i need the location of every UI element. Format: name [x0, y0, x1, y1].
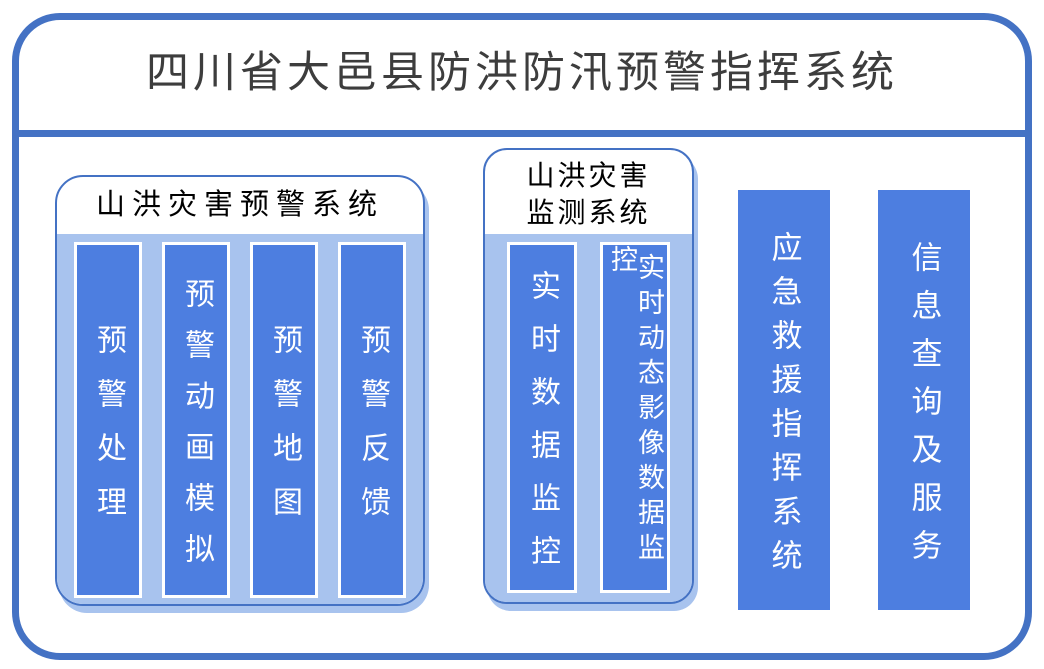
bar-warning-animation-simulation: 预警动画模拟 [162, 242, 230, 598]
panel-monitoring-system: 山洪灾害监测系统 实时数据监控 实时动态影像数据监控 [483, 148, 694, 604]
panel-warning-title: 山洪灾害预警系统 [95, 189, 384, 221]
panel-warning-body: 预警处理 预警动画模拟 预警地图 预警反馈 [57, 234, 423, 604]
bar-realtime-data-monitoring-label: 实时数据监控 [526, 270, 559, 588]
bar-information-query-and-services: 信息查询及服务 [878, 190, 970, 610]
bar-warning-feedback-label: 预警反馈 [356, 324, 389, 540]
bar-warning-map-label: 预警地图 [268, 324, 301, 540]
bar-realtime-dynamic-image-monitoring-label: 实时动态影像数据监控 [607, 245, 664, 568]
bar-warning-animation-simulation-label: 预警动画模拟 [180, 277, 213, 584]
bar-warning-processing: 预警处理 [74, 242, 142, 598]
bar-emergency-rescue-command-system: 应急救援指挥系统 [738, 190, 830, 610]
page-title: 四川省大邑县防洪防汛预警指挥系统 [146, 49, 898, 97]
bar-warning-feedback: 预警反馈 [338, 242, 406, 598]
panel-warning-system: 山洪灾害预警系统 预警处理 预警动画模拟 预警地图 预警反馈 [55, 175, 425, 606]
bar-realtime-dynamic-image-monitoring: 实时动态影像数据监控 [600, 242, 670, 593]
panel-monitoring-title: 山洪灾害监测系统 [526, 161, 651, 229]
panel-monitoring-body: 实时数据监控 实时动态影像数据监控 [485, 234, 692, 602]
bar-warning-map: 预警地图 [250, 242, 318, 598]
bar-emergency-rescue-command-system-label: 应急救援指挥系统 [766, 230, 802, 583]
bar-realtime-data-monitoring: 实时数据监控 [507, 242, 577, 593]
title-divider-line [14, 130, 1030, 137]
bar-warning-processing-label: 预警处理 [92, 324, 125, 540]
bar-information-query-and-services-label: 信息查询及服务 [906, 240, 942, 577]
